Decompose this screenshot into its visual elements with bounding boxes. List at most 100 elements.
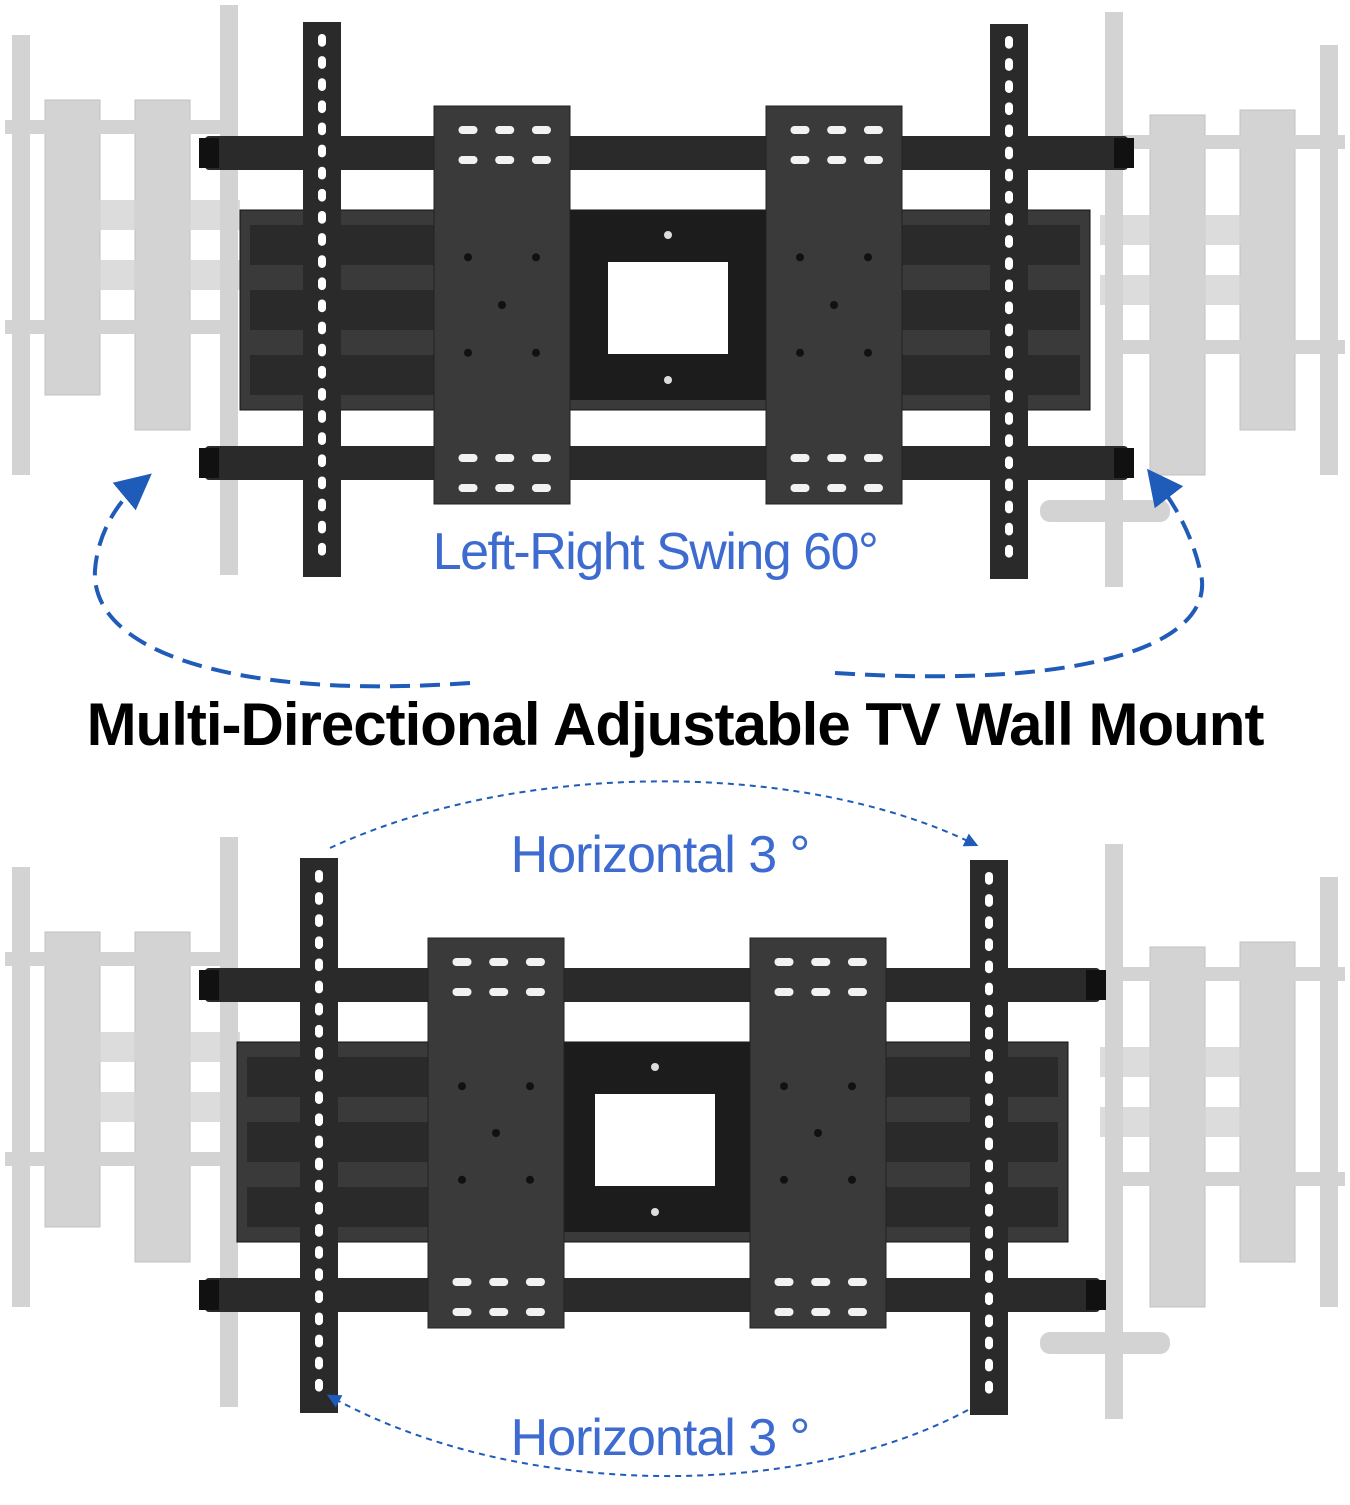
plate-hole xyxy=(814,1129,822,1137)
plate-hole xyxy=(458,1082,466,1091)
rail-slot xyxy=(318,277,326,291)
ghost-arm xyxy=(1100,1107,1290,1137)
horizontal-arrow-top xyxy=(329,780,979,849)
rail-slot xyxy=(315,1290,323,1304)
rail-slot xyxy=(1005,190,1013,204)
plate-slot xyxy=(525,958,545,966)
rail-slot xyxy=(315,1135,323,1149)
rail-slot xyxy=(985,1292,993,1306)
rail-slot xyxy=(1005,434,1013,447)
ghost-bar xyxy=(1040,1332,1170,1354)
plate-slot xyxy=(452,1308,472,1316)
rail-slot xyxy=(315,1002,323,1016)
bar-end-cap xyxy=(199,138,219,168)
rail-slot xyxy=(1005,213,1013,226)
plate-slot xyxy=(811,988,831,996)
rail-slot xyxy=(1005,102,1013,116)
rail-slot xyxy=(315,1224,323,1237)
plate-hole xyxy=(848,1082,856,1091)
rail-slot xyxy=(985,1004,993,1018)
rail-slot xyxy=(1005,124,1013,138)
swing-label: Left-Right Swing 60° xyxy=(432,523,879,581)
plate-slot xyxy=(531,156,551,164)
plate-slot xyxy=(489,1278,509,1286)
rail-slot xyxy=(318,432,326,445)
rail-slot xyxy=(315,1378,323,1392)
rail-slot xyxy=(1005,235,1013,248)
plate-slot xyxy=(489,988,509,996)
bar-end-cap xyxy=(1114,138,1134,168)
plate-slot xyxy=(774,1308,794,1316)
rail-slot xyxy=(985,1026,993,1040)
plate-slot xyxy=(774,958,794,966)
plate-slot xyxy=(790,156,810,164)
rail-slot xyxy=(315,1024,323,1038)
rail-slot xyxy=(318,520,326,534)
rail-slot xyxy=(318,410,326,423)
plate-slot xyxy=(827,454,847,462)
plate-hole xyxy=(492,1129,500,1137)
ghost-plate xyxy=(44,931,101,1228)
rail-slot xyxy=(1005,522,1013,536)
rail-slot xyxy=(318,255,326,268)
rail-slot xyxy=(318,144,326,158)
plate-slot xyxy=(847,1278,867,1286)
rail-slot xyxy=(315,958,323,972)
rail-slot xyxy=(1005,323,1013,337)
plate-slot xyxy=(458,156,478,164)
plate-hole xyxy=(532,348,540,357)
rail-slot xyxy=(315,914,323,927)
ghost-rail xyxy=(12,867,30,1307)
plate-hole xyxy=(464,253,472,262)
motion-arrows xyxy=(92,468,1204,1478)
rail-slot xyxy=(1005,478,1013,492)
rail-slot xyxy=(318,542,326,556)
ghost-arm xyxy=(1100,275,1290,305)
rail-slot xyxy=(318,166,326,180)
plate-slot xyxy=(863,454,883,462)
plate-slot xyxy=(847,988,867,996)
top-mount-view xyxy=(5,5,1345,587)
rail-slot xyxy=(315,1091,323,1104)
ghost-rail xyxy=(1320,45,1338,475)
plate-slot xyxy=(774,988,794,996)
ghost-arm xyxy=(60,200,240,230)
rail-slot xyxy=(315,1356,323,1370)
rail-slot xyxy=(315,1113,323,1127)
rail-slot xyxy=(1005,301,1013,315)
plate-slot xyxy=(811,1278,831,1286)
swing-arrow-left xyxy=(92,473,471,689)
ghost-plate xyxy=(1239,941,1296,1263)
rail-slot xyxy=(985,1115,993,1129)
rail-slot xyxy=(315,1069,323,1082)
plate-slot xyxy=(827,484,847,492)
rail-slot xyxy=(985,1093,993,1106)
bar-end-cap xyxy=(199,970,219,1000)
rail-slot xyxy=(318,100,326,114)
plate-slot xyxy=(531,454,551,462)
ghost-plate xyxy=(44,99,101,396)
plate-hole xyxy=(532,253,540,262)
plate-slot xyxy=(495,454,515,462)
rail-slot xyxy=(1005,58,1013,71)
rail-slot xyxy=(315,1246,323,1259)
rail-slot xyxy=(1005,279,1013,293)
ghost-arm xyxy=(60,260,240,290)
ghost-bar xyxy=(1120,967,1345,981)
rail-slot xyxy=(315,936,323,950)
plate-hole xyxy=(464,348,472,357)
plate-slot xyxy=(863,156,883,164)
rail-slot xyxy=(1005,36,1013,49)
plate-slot xyxy=(811,958,831,966)
rail-slot xyxy=(985,916,993,929)
plate-slot xyxy=(495,126,515,134)
rail-slot xyxy=(318,188,326,202)
rail-slot xyxy=(985,1336,993,1350)
rail-slot xyxy=(318,211,326,224)
rail-slot xyxy=(985,1270,993,1283)
plate-slot xyxy=(863,126,883,134)
rail-slot xyxy=(318,78,326,91)
plate-hole xyxy=(796,253,804,262)
plate-slot xyxy=(452,1278,472,1286)
